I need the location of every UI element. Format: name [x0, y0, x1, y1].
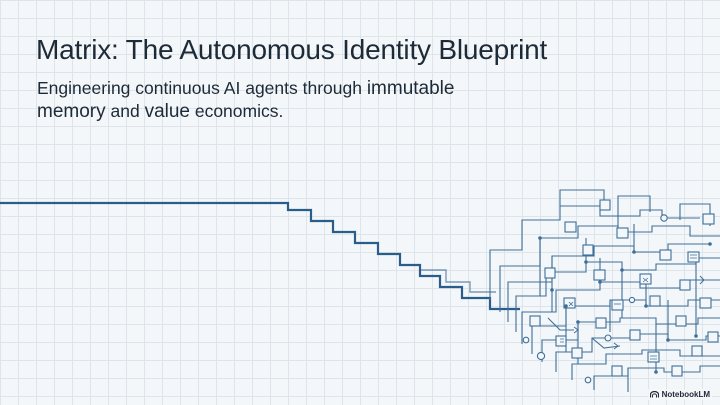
slide-title: Matrix: The Autonomous Identity Blueprin… — [36, 34, 548, 65]
circuit-traces — [489, 189, 720, 392]
main-signal-line — [0, 201, 520, 311]
subtitle-emphasis-immutable: immutable — [366, 78, 455, 99]
notebooklm-logo-icon — [649, 391, 659, 398]
subtitle-text-3: economics. — [189, 101, 284, 121]
circuit-components — [529, 199, 719, 377]
subtitle-text-1: Engineering continuous AI agents through — [37, 78, 367, 98]
brand-label: NotebookLM — [661, 390, 710, 399]
component-details — [560, 254, 697, 360]
subtitle-emphasis-value: value — [144, 101, 190, 122]
secondary-signal-line — [420, 269, 496, 293]
notebooklm-watermark: NotebookLM — [647, 389, 712, 400]
slide-subtitle: Engineering continuous AI agents through… — [37, 77, 497, 123]
circuit-nodes — [522, 214, 668, 384]
arrow-markers — [573, 275, 705, 350]
subtitle-emphasis-memory: memory — [37, 101, 106, 122]
circuit-dots — [538, 236, 712, 374]
subtitle-text-2: and — [105, 101, 145, 121]
